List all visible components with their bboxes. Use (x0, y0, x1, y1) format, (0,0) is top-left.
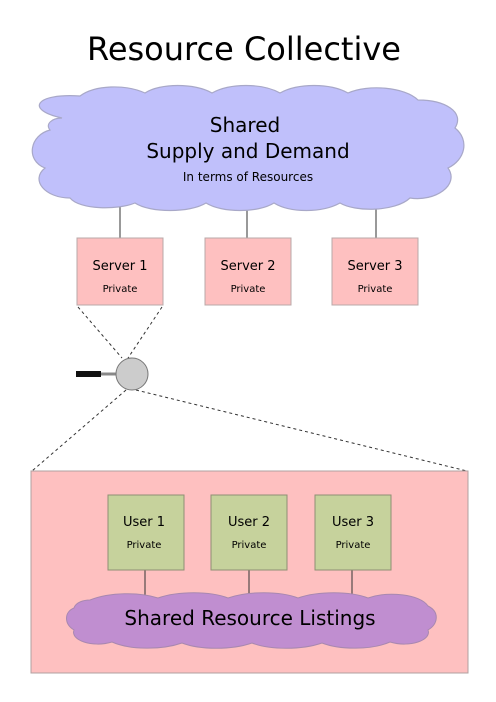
server-1-sub: Private (103, 284, 138, 295)
shared-supply-demand-cloud: Shared Supply and Demand In terms of Res… (31, 84, 465, 212)
user-3-label: User 3 (332, 515, 374, 530)
cloud-top-line2: Supply and Demand (146, 139, 349, 163)
server-3-sub: Private (358, 284, 393, 295)
user-3-sub: Private (336, 540, 371, 551)
server-3-box: Server 3 Private (331, 237, 419, 306)
zoom-lines (31, 306, 468, 472)
cloud-top-line1: Shared (210, 113, 280, 137)
server-2-box: Server 2 Private (204, 237, 292, 306)
cloud-bottom-shape (66, 592, 437, 649)
diagram-title: Resource Collective (87, 30, 401, 68)
user-1-label: User 1 (123, 515, 165, 530)
cloud-bottom-label: Shared Resource Listings (124, 606, 375, 630)
user-1-box: User 1 Private (107, 494, 185, 571)
server-1-label: Server 1 (92, 259, 147, 274)
cloud-top-line3: In terms of Resources (183, 170, 313, 184)
shared-resource-listings-cloud: Shared Resource Listings (66, 592, 437, 649)
user-2-label: User 2 (228, 515, 270, 530)
magnifying-glass-icon (76, 357, 149, 391)
server-3-label: Server 3 (347, 259, 402, 274)
user-2-box: User 2 Private (210, 494, 288, 571)
server-1-box: Server 1 Private (76, 237, 164, 306)
user-2-sub: Private (232, 540, 267, 551)
cloud-top-shape (31, 84, 465, 212)
user-3-box: User 3 Private (314, 494, 392, 571)
server-2-sub: Private (231, 284, 266, 295)
server-2-label: Server 2 (220, 259, 275, 274)
user-1-sub: Private (127, 540, 162, 551)
